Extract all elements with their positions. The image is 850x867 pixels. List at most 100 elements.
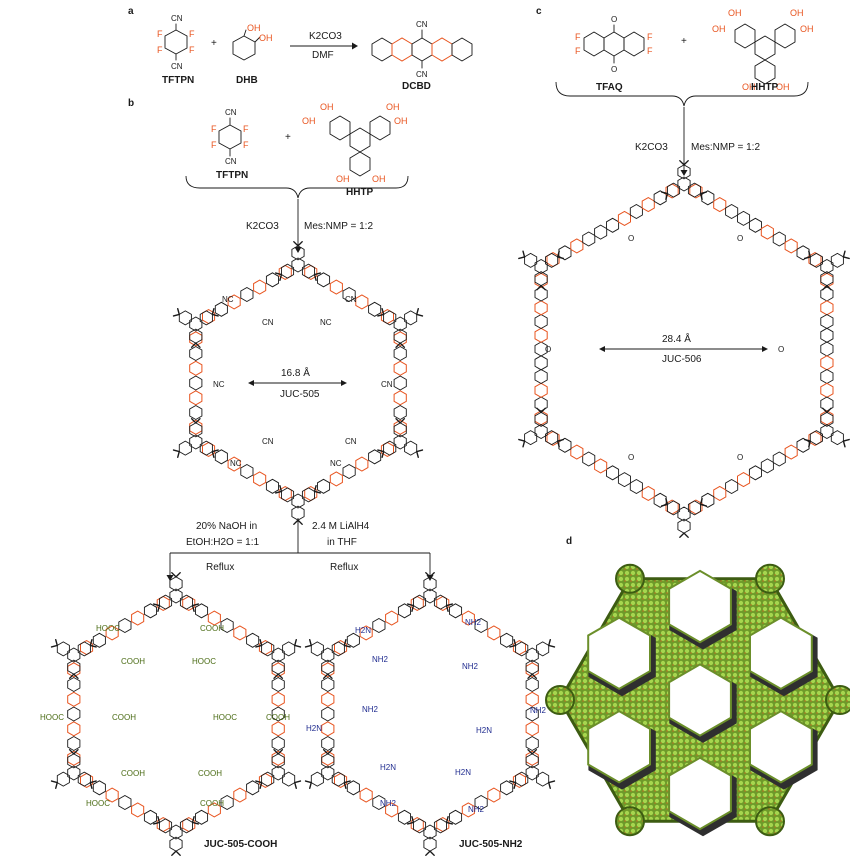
o-label: O: [611, 65, 617, 74]
condition-reflux-left: Reflux: [206, 562, 234, 573]
oh-label: OH: [394, 116, 408, 126]
cn-label: CN: [416, 70, 428, 79]
oh-label: OH: [728, 8, 742, 18]
oh-label: OH: [259, 33, 273, 43]
carboxyl-label: COOH: [200, 799, 224, 808]
framework-node: [377, 308, 424, 349]
oh-label: OH: [247, 23, 261, 33]
carboxyl-label: HOOC: [86, 799, 110, 808]
f-label: F: [211, 124, 217, 134]
amine-label: NH2: [468, 805, 485, 814]
model-lobe: [615, 563, 645, 594]
pore-channel: [749, 616, 813, 691]
oh-label: OH: [336, 174, 350, 184]
amine-label: H2N: [306, 724, 322, 733]
carbonyl-label: O: [545, 345, 551, 354]
framework-node: [407, 571, 453, 612]
framework-node: [275, 240, 321, 281]
model-lobe: [755, 563, 785, 594]
dhb-label: DHB: [236, 75, 258, 86]
condition-lialh4: 2.4 M LiAlH4: [312, 521, 370, 532]
f-label: F: [211, 140, 217, 150]
framework-node: [304, 748, 351, 789]
f-label: F: [575, 46, 581, 56]
condition-solvent-b: Mes:NMP = 1:2: [304, 221, 373, 232]
cn-label: CN: [225, 157, 237, 166]
pore-size-c: 28.4 Å: [662, 332, 691, 345]
pore-channel: [749, 709, 813, 784]
oh-label: OH: [776, 82, 790, 92]
oh-label: OH: [372, 174, 386, 184]
condition-etoh: EtOH:H2O = 1:1: [186, 537, 260, 548]
f-label: F: [157, 45, 163, 55]
plus-sign-c: +: [681, 36, 687, 47]
tftpn-molecule-a: CN CN F F F F: [157, 14, 195, 71]
pore-channel: [587, 709, 651, 784]
plus-sign-b: +: [285, 132, 291, 143]
condition-reflux-right: Reflux: [330, 562, 358, 573]
carboxyl-label: COOH: [121, 769, 145, 778]
f-label: F: [189, 29, 195, 39]
carbonyl-label: O: [628, 234, 634, 243]
framework-node: [509, 639, 556, 680]
framework-node: [407, 816, 453, 857]
f-label: F: [647, 32, 653, 42]
amine-label: H2N: [355, 626, 371, 635]
condition-solvent-c: Mes:NMP = 1:2: [691, 142, 760, 153]
panel-label-a: a: [128, 6, 134, 17]
condition-k2co3-a: K2CO3: [309, 31, 342, 42]
model-lobe: [755, 806, 785, 837]
carboxyl-label: COOH: [200, 624, 224, 633]
carbonyl-label: O: [737, 453, 743, 462]
model-lobe: [615, 806, 645, 837]
nitrile-label: NC: [222, 295, 234, 304]
carboxyl-label: HOOC: [192, 657, 216, 666]
pore-channel: [668, 663, 732, 737]
f-label: F: [575, 32, 581, 42]
condition-k2co3-b: K2CO3: [246, 221, 279, 232]
amine-label: NH2: [372, 655, 389, 664]
framework-node: [803, 250, 850, 291]
framework-node: [255, 639, 302, 680]
brace-b: [185, 175, 409, 199]
framework-node: [661, 159, 707, 200]
framework-node: [304, 639, 351, 680]
branch-arrows: [166, 518, 434, 581]
oh-label: OH: [790, 8, 804, 18]
framework-node: [172, 308, 219, 349]
product-label-nh2: JUC-505-NH2: [459, 839, 523, 850]
nitrile-label: CN: [262, 437, 274, 446]
tfaq-label: TFAQ: [596, 82, 623, 93]
nitrile-label: CN: [381, 380, 393, 389]
framework-node: [255, 748, 302, 789]
panel-b: CN CN F F F F TFTPN + OH OH OH OH OH OH …: [185, 102, 409, 253]
cn-label: CN: [225, 108, 237, 117]
amine-label: NH2: [465, 618, 482, 627]
framework-node: [153, 816, 199, 857]
dcbd-molecule: CN CN: [371, 20, 473, 79]
amine-label: NH2: [530, 706, 547, 715]
nitrile-label: NC: [213, 380, 225, 389]
framework-node: [509, 748, 556, 789]
panel-label-d: d: [566, 536, 572, 547]
carboxyl-label: COOH: [112, 713, 136, 722]
amine-label: NH2: [380, 799, 397, 808]
cn-label: CN: [171, 14, 183, 23]
oh-label: OH: [320, 102, 334, 112]
amine-label: NH2: [362, 705, 379, 714]
cn-label: CN: [171, 62, 183, 71]
framework-node: [377, 417, 424, 458]
panel-label-c: c: [536, 6, 542, 17]
f-label: F: [243, 124, 249, 134]
pore-channel: [668, 569, 732, 644]
panel-c: O O F F F F TFAQ + OH OH OH OH OH OH HHT…: [555, 8, 814, 176]
nitrile-label: NC: [320, 318, 332, 327]
hhtp-label-b: HHTP: [346, 187, 374, 198]
condition-thf: in THF: [327, 537, 357, 548]
nitrile-label: NC: [230, 459, 242, 468]
f-label: F: [243, 140, 249, 150]
carbonyl-label: O: [737, 234, 743, 243]
carbonyl-label: O: [778, 345, 784, 354]
